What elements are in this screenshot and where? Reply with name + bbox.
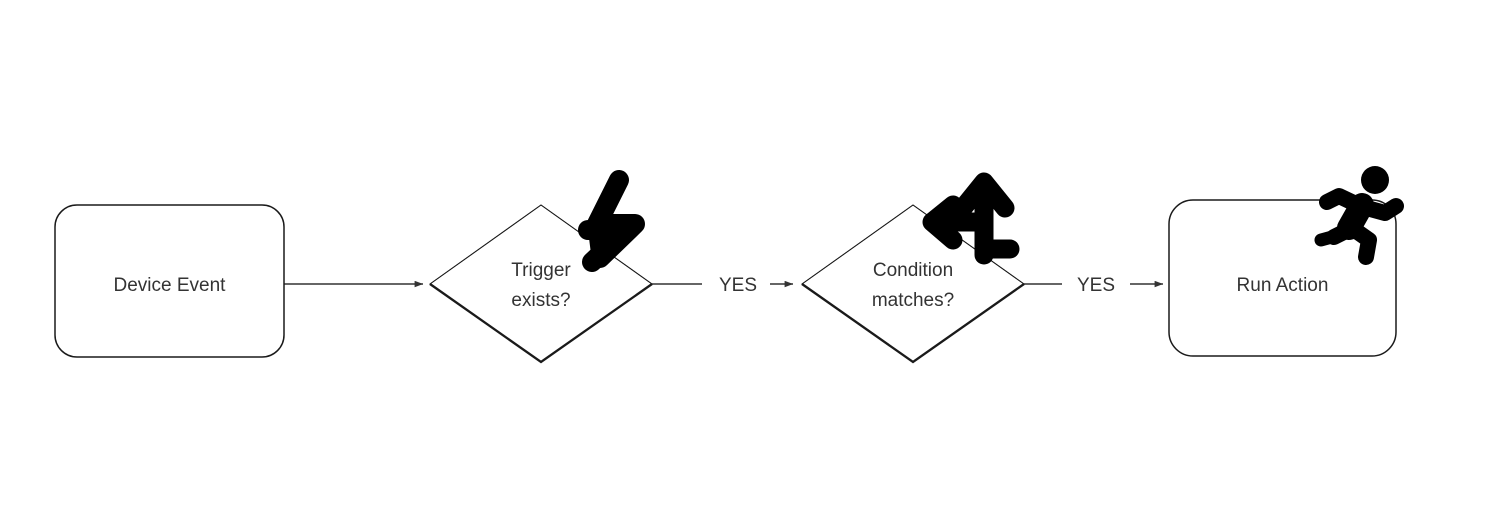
running-person-icon xyxy=(1314,166,1404,265)
edge-label-yes-1: YES xyxy=(719,275,757,296)
device-event-label: Device Event xyxy=(114,275,227,296)
run-action-label: Run Action xyxy=(1237,275,1329,296)
running-person-head xyxy=(1361,166,1389,194)
condition-label-line2: matches? xyxy=(872,290,954,311)
condition-label-line1: Condition xyxy=(873,260,953,281)
edge-label-yes-2: YES xyxy=(1077,275,1115,296)
node-device-event[interactable]: Device Event xyxy=(54,204,285,358)
lightning-bolt-icon xyxy=(578,170,645,272)
trigger-label-line1: Trigger xyxy=(511,260,571,281)
edge-trigger-to-condition: YES xyxy=(652,275,794,296)
trigger-label-line2: exists? xyxy=(511,290,570,311)
condition-diamond-bottom-edges[interactable] xyxy=(801,283,1025,364)
node-condition-matches[interactable]: Condition matches? xyxy=(801,204,1025,364)
branch-fork-arrows-icon xyxy=(922,172,1020,265)
device-event-box[interactable] xyxy=(54,204,285,358)
trigger-diamond-bottom-edges[interactable] xyxy=(429,283,653,364)
node-trigger-exists[interactable]: Trigger exists? xyxy=(429,204,653,364)
edge-condition-to-run-action: YES xyxy=(1024,275,1164,296)
trigger-diamond-top-edges xyxy=(429,204,653,285)
